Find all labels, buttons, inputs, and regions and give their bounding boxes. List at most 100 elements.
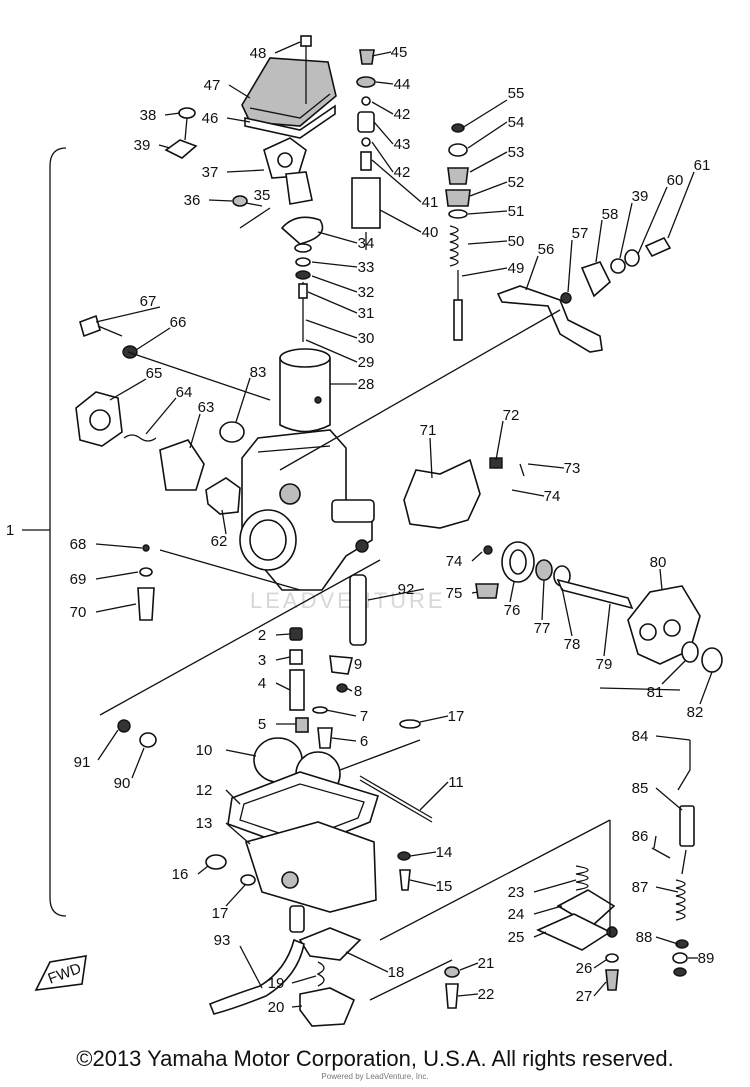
- callout-63: 63: [198, 399, 215, 416]
- callout-19: 19: [268, 975, 285, 992]
- linkage-group: [496, 236, 672, 353]
- callout-25: 25: [508, 929, 525, 946]
- callout-9: 9: [354, 656, 362, 673]
- callout-69: 69: [70, 571, 87, 588]
- callout-64: 64: [176, 384, 193, 401]
- diaphragm-group: [536, 865, 689, 991]
- float-bowl: [227, 771, 379, 913]
- callout-3: 3: [258, 652, 266, 669]
- callout-30: 30: [358, 330, 375, 347]
- leader-lines: [22, 41, 713, 1008]
- callout-91: 91: [74, 754, 91, 771]
- drain-screw-group: [117, 719, 157, 748]
- callout-70: 70: [70, 604, 87, 621]
- pump-cover-group: [298, 927, 460, 1027]
- left-cover-group: [75, 391, 245, 515]
- throttle-lever: [263, 137, 307, 179]
- callout-2: 2: [258, 627, 266, 644]
- callout-60: 60: [667, 172, 684, 189]
- callout-55: 55: [508, 85, 525, 102]
- callout-15: 15: [436, 878, 453, 895]
- callout-26: 26: [576, 960, 593, 977]
- callout-20: 20: [268, 999, 285, 1016]
- callout-74a: 74: [544, 488, 561, 505]
- callout-22: 22: [478, 986, 495, 1003]
- callout-6: 6: [360, 733, 368, 750]
- callout-78: 78: [564, 636, 581, 653]
- needle-stack: [294, 243, 312, 342]
- callout-12: 12: [196, 782, 213, 799]
- reference-lines: [99, 207, 681, 1001]
- callout-39a: 39: [134, 137, 151, 154]
- callout-72: 72: [503, 407, 520, 424]
- callout-28: 28: [358, 376, 375, 393]
- callout-79: 79: [596, 656, 613, 673]
- bowl-fasteners: [205, 851, 411, 891]
- assembly-bracket: [49, 147, 67, 917]
- callout-68: 68: [70, 536, 87, 553]
- callout-82: 82: [687, 704, 704, 721]
- callout-81: 81: [647, 684, 664, 701]
- callout-41: 41: [422, 194, 439, 211]
- copyright-footer: ©2013 Yamaha Motor Corporation, U.S.A. A…: [76, 1046, 674, 1071]
- callout-62: 62: [211, 533, 228, 550]
- throttle-shaft-group: [403, 457, 634, 610]
- callout-50: 50: [508, 233, 525, 250]
- callout-88: 88: [636, 929, 653, 946]
- callout-89: 89: [698, 950, 715, 967]
- callout-66: 66: [170, 314, 187, 331]
- callout-47: 47: [204, 77, 221, 94]
- callout-52: 52: [508, 174, 525, 191]
- screw-38-group: [164, 107, 198, 159]
- fwd-arrow: FWD: [34, 955, 87, 991]
- footer-credit: Powered by LeadVenture, Inc.: [321, 1072, 429, 1081]
- callout-83: 83: [250, 364, 267, 381]
- callout-58: 58: [602, 206, 619, 223]
- callout-49: 49: [508, 260, 525, 277]
- callout-23: 23: [508, 884, 525, 901]
- callout-53: 53: [508, 144, 525, 161]
- starter-plunger-stack: [351, 49, 381, 250]
- callout-54: 54: [508, 114, 525, 131]
- callout-71: 71: [420, 422, 437, 439]
- callout-40: 40: [422, 224, 439, 241]
- callout-74b: 74: [446, 553, 463, 570]
- drain-hose: [208, 938, 305, 1015]
- callout-4: 4: [258, 675, 266, 692]
- vent-tube: [349, 574, 367, 646]
- callout-87: 87: [632, 879, 649, 896]
- callout-44: 44: [394, 76, 411, 93]
- callout-7: 7: [360, 708, 368, 725]
- pump-rod-group: [651, 740, 695, 921]
- top-cover-group: [241, 35, 337, 139]
- callout-86: 86: [632, 828, 649, 845]
- callout-92: 92: [398, 581, 415, 598]
- callout-80: 80: [650, 554, 667, 571]
- callout-17b: 17: [212, 905, 229, 922]
- callout-51: 51: [508, 203, 525, 220]
- carburetor-body: [239, 429, 375, 591]
- callout-29: 29: [358, 354, 375, 371]
- callout-16: 16: [172, 866, 189, 883]
- callout-84: 84: [632, 728, 649, 745]
- callout-45: 45: [391, 44, 408, 61]
- callout-35: 35: [254, 187, 271, 204]
- callout-37: 37: [202, 164, 219, 181]
- callout-11: 11: [448, 774, 464, 791]
- callout-31: 31: [358, 305, 375, 322]
- throttle-valve: [279, 348, 331, 433]
- callout-77: 77: [534, 620, 551, 637]
- callout-17a: 17: [448, 708, 465, 725]
- callout-43: 43: [394, 136, 411, 153]
- callout-34: 34: [358, 235, 375, 252]
- callout-13: 13: [196, 815, 213, 832]
- callout-21: 21: [478, 955, 495, 972]
- callout-56: 56: [538, 241, 555, 258]
- callout-10: 10: [196, 742, 213, 759]
- watermark: LEADVENTURE: [250, 588, 446, 613]
- callout-36: 36: [184, 192, 201, 209]
- callout-33: 33: [358, 259, 375, 276]
- hose-fitting: [289, 905, 305, 933]
- callout-76: 76: [504, 602, 521, 619]
